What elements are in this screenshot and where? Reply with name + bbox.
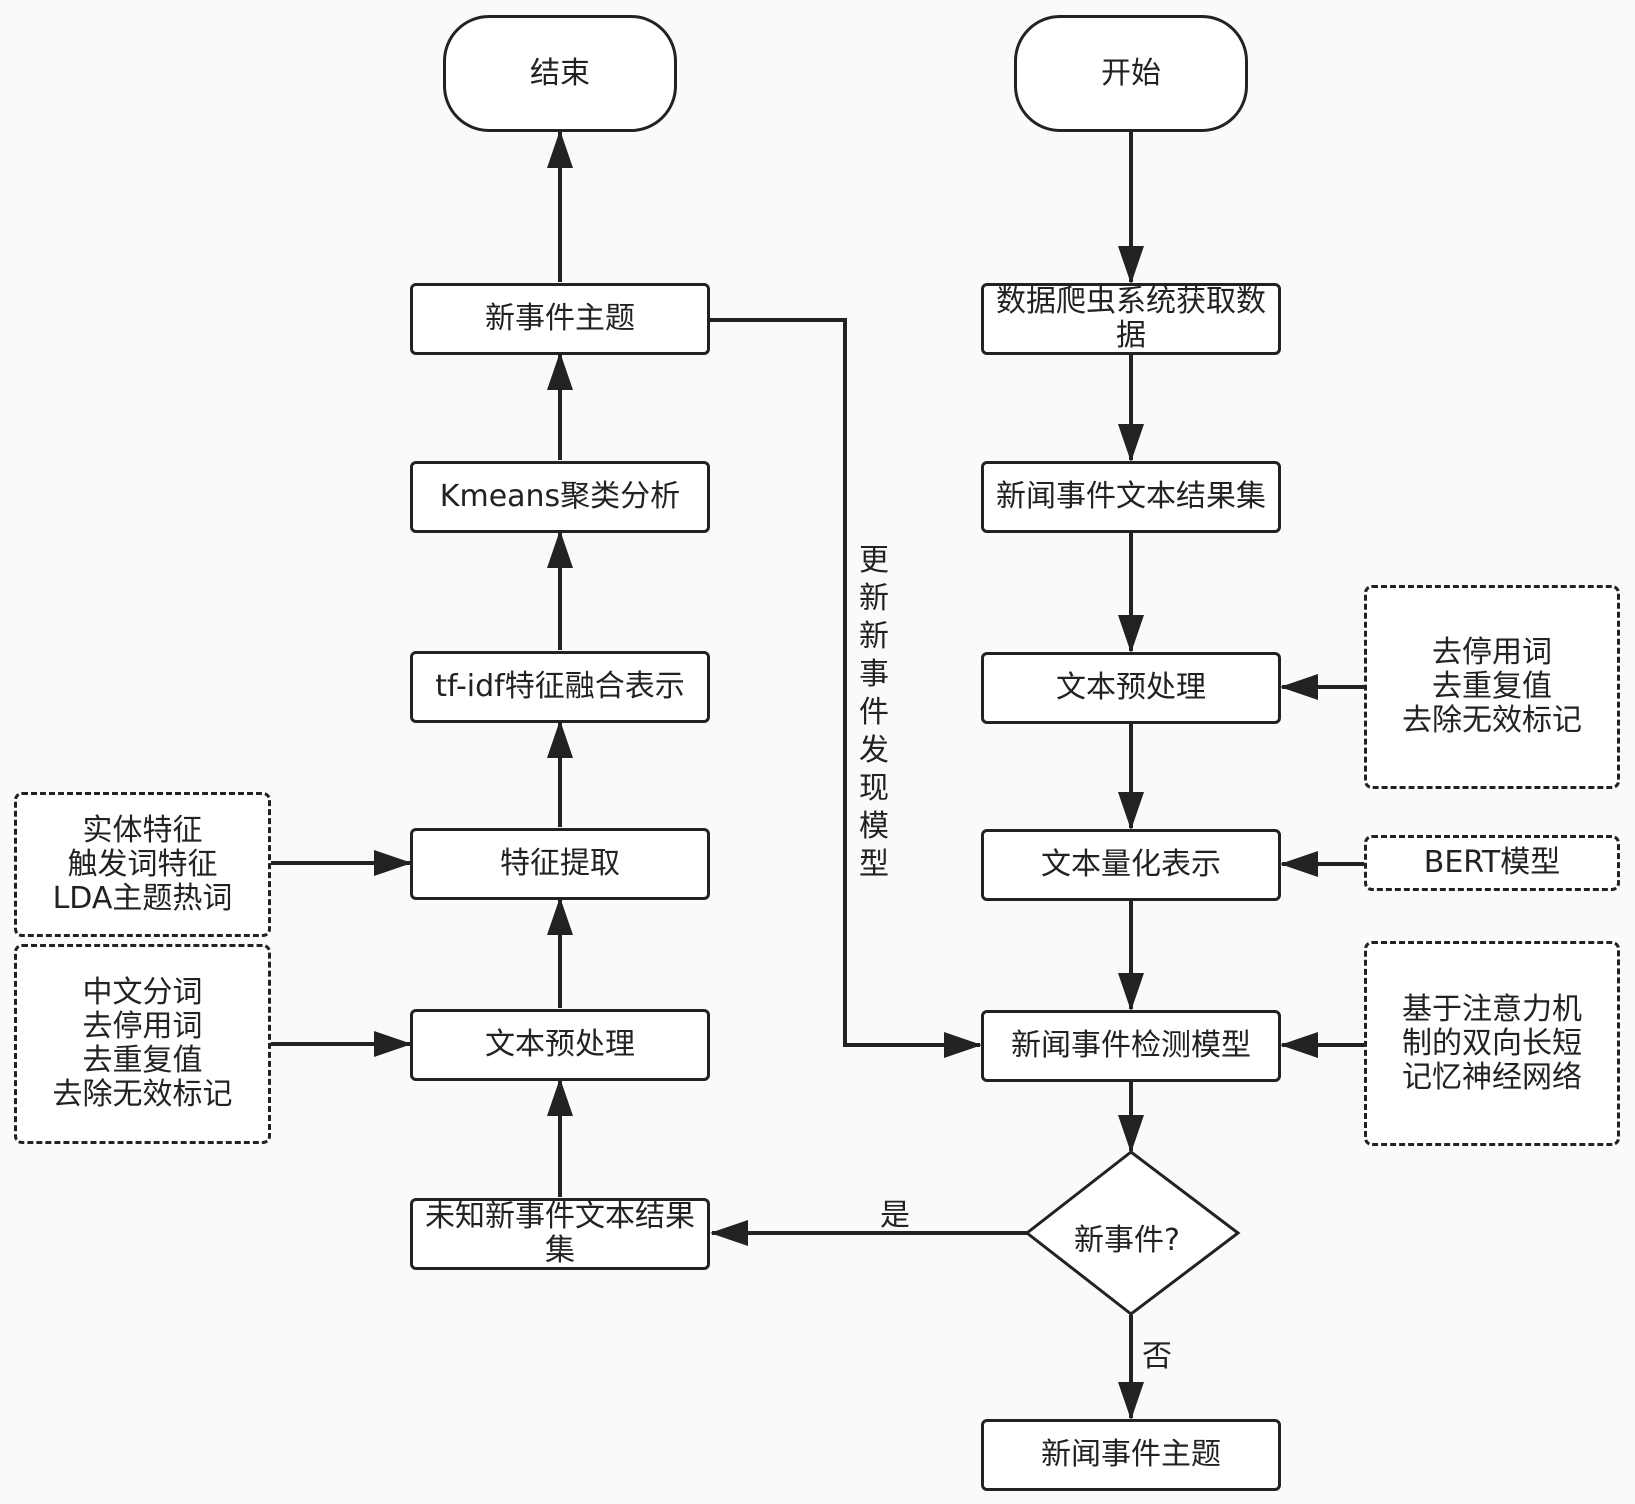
feature-list-text: 实体特征 触发词特征 LDA主题热词 bbox=[52, 812, 233, 916]
no-label: 否 bbox=[1142, 1339, 1172, 1374]
bert-note: BERT模型 bbox=[1364, 835, 1620, 891]
new-event-topic-box: 新事件主题 bbox=[410, 283, 710, 355]
preprocess-right-label: 文本预处理 bbox=[1056, 670, 1206, 705]
lstm-text: 基于注意力机 制的双向长短 记忆神经网络 bbox=[1402, 991, 1582, 1095]
tfidf-label: tf-idf特征融合表示 bbox=[435, 669, 685, 704]
news-set-label: 新闻事件文本结果集 bbox=[996, 479, 1266, 514]
start-label: 开始 bbox=[1101, 55, 1161, 91]
preprocess-steps-left-text: 中文分词 去停用词 去重复值 去除无效标记 bbox=[52, 975, 233, 1112]
preprocess-steps-left-note: 中文分词 去停用词 去重复值 去除无效标记 bbox=[14, 944, 271, 1144]
news-topic-box: 新闻事件主题 bbox=[981, 1419, 1281, 1491]
new-event-topic-label: 新事件主题 bbox=[485, 301, 635, 336]
crawler-label: 数据爬虫系统获取数据 bbox=[996, 284, 1266, 353]
preprocess-steps-right-note: 去停用词 去重复值 去除无效标记 bbox=[1364, 585, 1620, 789]
end-terminator: 结束 bbox=[443, 15, 677, 132]
kmeans-box: Kmeans聚类分析 bbox=[410, 461, 710, 533]
preprocess-left-label: 文本预处理 bbox=[485, 1027, 635, 1062]
tfidf-box: tf-idf特征融合表示 bbox=[410, 651, 710, 723]
update-model-label: 更新新事件发现模型 bbox=[859, 543, 889, 882]
crawler-box: 数据爬虫系统获取数据 bbox=[981, 283, 1281, 355]
unknown-set-box: 未知新事件文本结果集 bbox=[410, 1198, 710, 1270]
bert-text: BERT模型 bbox=[1423, 845, 1561, 880]
feature-extract-label: 特征提取 bbox=[500, 846, 620, 881]
quantize-label: 文本量化表示 bbox=[1041, 847, 1221, 882]
feature-list-note: 实体特征 触发词特征 LDA主题热词 bbox=[14, 792, 271, 937]
decision-diamond bbox=[1024, 1150, 1241, 1316]
lstm-note: 基于注意力机 制的双向长短 记忆神经网络 bbox=[1364, 941, 1620, 1146]
decision-label: 新事件? bbox=[1074, 1223, 1180, 1258]
detect-model-label: 新闻事件检测模型 bbox=[1011, 1028, 1251, 1063]
detect-model-box: 新闻事件检测模型 bbox=[981, 1010, 1281, 1082]
kmeans-label: Kmeans聚类分析 bbox=[439, 479, 681, 514]
feature-extract-box: 特征提取 bbox=[410, 828, 710, 900]
preprocess-steps-right-text: 去停用词 去重复值 去除无效标记 bbox=[1402, 635, 1582, 738]
quantize-box: 文本量化表示 bbox=[981, 829, 1281, 901]
start-terminator: 开始 bbox=[1014, 15, 1248, 132]
edge-update-model bbox=[710, 318, 982, 1058]
end-label: 结束 bbox=[530, 55, 590, 91]
preprocess-right-box: 文本预处理 bbox=[981, 652, 1281, 724]
news-set-box: 新闻事件文本结果集 bbox=[981, 461, 1281, 533]
preprocess-left-box: 文本预处理 bbox=[410, 1009, 710, 1081]
news-topic-label: 新闻事件主题 bbox=[1041, 1437, 1221, 1472]
unknown-set-label: 未知新事件文本结果集 bbox=[425, 1199, 695, 1268]
yes-label: 是 bbox=[880, 1198, 910, 1233]
